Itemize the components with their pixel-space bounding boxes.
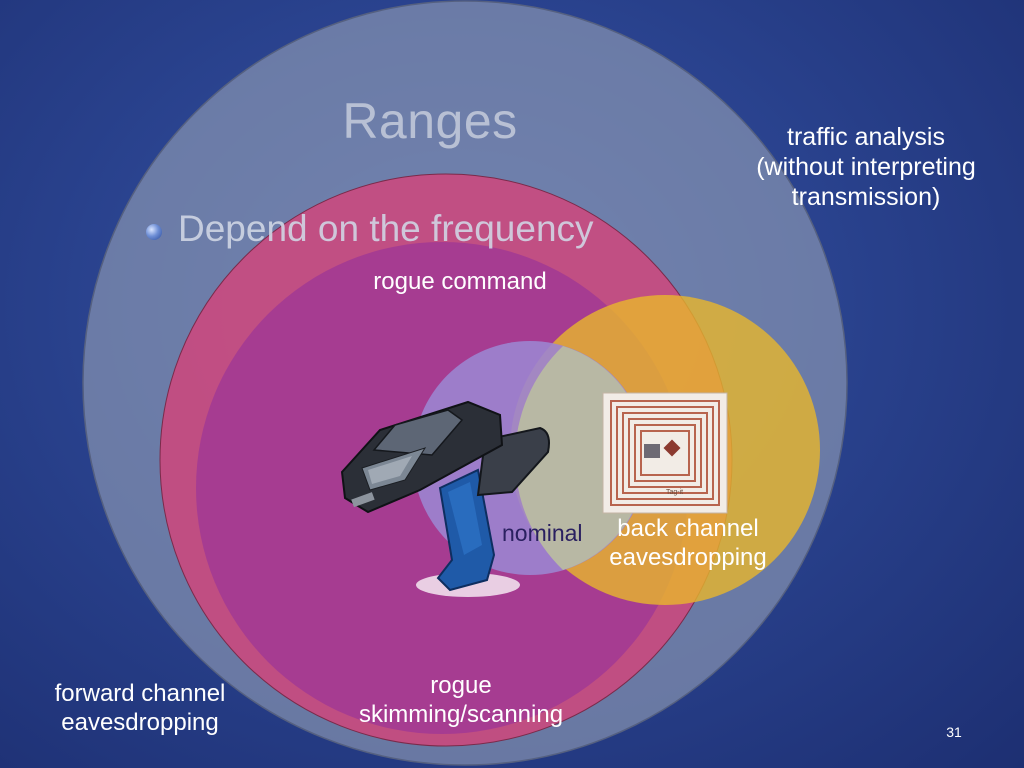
traffic-analysis-label: traffic analysis (without interpreting t… — [756, 123, 976, 211]
back-channel-label: back channel eavesdropping — [609, 515, 767, 571]
handheld-rfid-reader-icon — [340, 400, 550, 597]
bullet-item: Depend on the frequency — [146, 208, 594, 250]
rogue-skimming-label: rogue skimming/scanning — [358, 672, 564, 728]
forward-channel-label: forward channel eavesdropping — [54, 680, 226, 736]
rfid-tag-icon: Tag-it — [602, 392, 728, 514]
bullet-text: Depend on the frequency — [178, 208, 594, 249]
svg-text:Tag-it: Tag-it — [666, 489, 683, 496]
slide-title: Ranges — [342, 93, 518, 149]
slide-number: 31 — [946, 724, 962, 740]
bullet-dot-icon — [146, 224, 162, 240]
nominal-label: nominal — [502, 520, 583, 546]
rogue-command-label: rogue command — [373, 268, 547, 295]
